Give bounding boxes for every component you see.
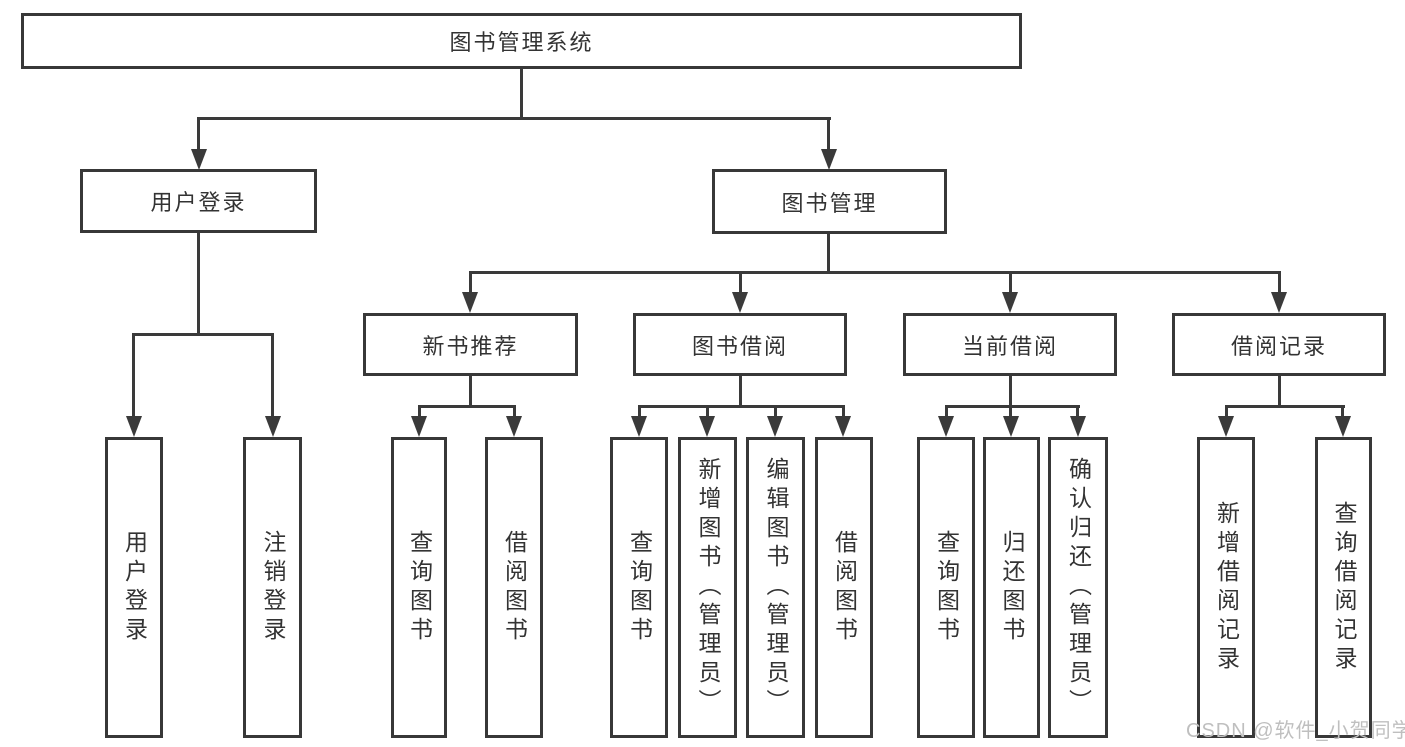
connector-vline [271,333,274,418]
leaf-borrow-books: 借阅图书 [815,437,873,738]
arrowhead-down [462,292,478,313]
arrowhead-down [265,416,281,437]
node-library-management-system: 图书管理系统 [21,13,1022,69]
node-label: 图书管理系统 [449,30,594,55]
connector-vline [469,271,472,295]
node-label: 图书管理 [781,190,878,216]
leaf-label: 归还图书 [999,529,1025,646]
node-current-borrowing: 当前借阅 [903,313,1117,376]
arrowhead-down [1002,292,1018,313]
connector-vline [1225,405,1228,419]
leaf-label: 查询图书 [406,529,433,646]
connector-vline [638,405,641,419]
connector-vline [197,117,200,152]
connector-vline [945,405,948,419]
connector-hline [1225,405,1345,408]
leaf-add-book-admin: 新增图书（管理员） [678,437,737,738]
arrowhead-down [821,149,837,170]
connector-vline [739,374,742,408]
arrowhead-down [631,416,647,437]
leaf-query-books-borrow: 查询图书 [610,437,668,738]
leaf-user-login: 用户登录 [105,437,163,738]
leaf-query-books-recommend: 查询图书 [391,437,447,738]
connector-vline [774,405,777,419]
connector-vline [1009,374,1012,408]
connector-vline [469,374,472,408]
connector-hline [638,405,845,408]
leaf-confirm-return-admin: 确认归还（管理员） [1048,437,1108,738]
node-borrowing-records: 借阅记录 [1172,313,1386,376]
leaf-query-borrow-record: 查询借阅记录 [1315,437,1372,738]
connector-vline [513,405,516,419]
connector-vline [1278,271,1281,295]
leaf-add-borrow-record: 新增借阅记录 [1197,437,1255,738]
node-label: 新书推荐 [422,333,519,359]
arrowhead-down [126,416,142,437]
leaf-label: 查询图书 [626,529,653,646]
leaf-return-books: 归还图书 [983,437,1040,738]
leaf-label: 查询图书 [933,529,960,646]
node-new-book-recommendation: 新书推荐 [363,313,578,376]
connector-vline [520,67,523,119]
arrowhead-down [1271,292,1287,313]
leaf-borrow-books-recommend: 借阅图书 [485,437,543,738]
connector-hline [945,405,1080,408]
leaf-label: 新增借阅记录 [1213,500,1240,675]
node-label: 图书借阅 [691,333,788,359]
arrowhead-down [1070,416,1086,437]
connector-vline [1009,271,1012,295]
connector-vline [1278,374,1281,408]
arrowhead-down [411,416,427,437]
leaf-query-books-current: 查询图书 [917,437,975,738]
connector-vline [1009,405,1012,419]
leaf-edit-book-admin: 编辑图书（管理员） [746,437,805,738]
node-label: 借阅记录 [1230,333,1327,359]
node-book-borrowing: 图书借阅 [633,313,847,376]
connector-hline [132,333,274,336]
arrowhead-down [1335,416,1351,437]
arrowhead-down [732,292,748,313]
leaf-label: 借阅图书 [501,529,528,646]
connector-vline [418,405,421,419]
connector-vline [1341,405,1344,419]
connector-vline [132,333,135,418]
arrowhead-down [835,416,851,437]
connector-vline [827,117,830,152]
arrowhead-down [1003,416,1019,437]
connector-hline [197,117,831,120]
node-user-login: 用户登录 [80,169,317,233]
arrowhead-down [1218,416,1234,437]
node-label: 用户登录 [150,190,247,215]
connector-vline [827,232,830,274]
leaf-label: 确认归还（管理员） [1065,457,1092,718]
connector-vline [1076,405,1079,419]
arrowhead-down [191,149,207,170]
arrowhead-down [699,416,715,437]
leaf-logout: 注销登录 [243,437,302,738]
connector-vline [706,405,709,419]
watermark: CSDN @软件_小贺同学 [1186,720,1405,742]
leaf-label: 编辑图书（管理员） [763,457,789,718]
node-label: 当前借阅 [961,333,1058,359]
leaf-label: 注销登录 [260,529,286,646]
leaf-label: 新增图书（管理员） [695,457,721,718]
arrowhead-down [506,416,522,437]
connector-vline [739,271,742,295]
leaf-label: 用户登录 [121,529,148,646]
node-book-management: 图书管理 [712,169,947,234]
leaf-label: 借阅图书 [831,529,858,646]
connector-vline [197,231,200,336]
connector-vline [842,405,845,419]
connector-hline [418,405,516,408]
arrowhead-down [767,416,783,437]
arrowhead-down [938,416,954,437]
leaf-label: 查询借阅记录 [1331,500,1357,675]
connector-hline [469,271,1281,274]
